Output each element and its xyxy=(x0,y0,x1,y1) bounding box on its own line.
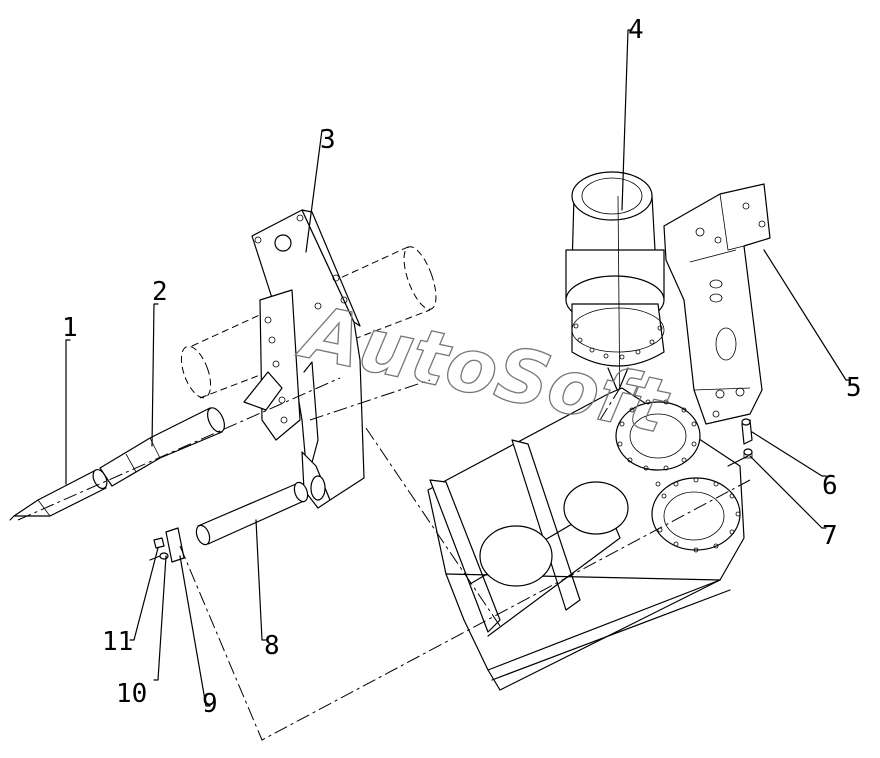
callout-4: 4 xyxy=(628,15,644,45)
part-5-mounting-bracket xyxy=(663,183,771,425)
callout-11: 11 xyxy=(102,627,133,657)
part-7-nut xyxy=(743,448,753,459)
callout-labels: 1 2 3 4 5 6 7 8 9 10 11 xyxy=(62,15,862,719)
leader-lines xyxy=(65,29,851,707)
main-base-frame xyxy=(427,387,745,691)
callout-8: 8 xyxy=(264,631,280,661)
callout-1: 1 xyxy=(62,313,78,343)
part-1-pin-shaft xyxy=(9,468,108,521)
part-8-long-pin xyxy=(195,481,309,546)
callout-10: 10 xyxy=(116,679,147,709)
part-2-tapered-shaft xyxy=(99,407,225,487)
part-3-gearbox-plate xyxy=(180,209,437,509)
part-9-plate xyxy=(165,527,185,563)
part-6-bolt xyxy=(741,418,753,445)
callout-3: 3 xyxy=(320,125,336,155)
callout-5: 5 xyxy=(846,373,862,403)
part-4-bolt-holes xyxy=(573,323,663,360)
callout-7: 7 xyxy=(822,521,838,551)
part-4-rotary-cylinder xyxy=(565,171,665,421)
callout-9: 9 xyxy=(202,689,218,719)
part-10-washer xyxy=(159,552,169,560)
callout-6: 6 xyxy=(822,471,838,501)
base-flange-holes xyxy=(617,399,741,553)
callout-2: 2 xyxy=(152,277,168,307)
assembly-lines xyxy=(17,377,751,741)
